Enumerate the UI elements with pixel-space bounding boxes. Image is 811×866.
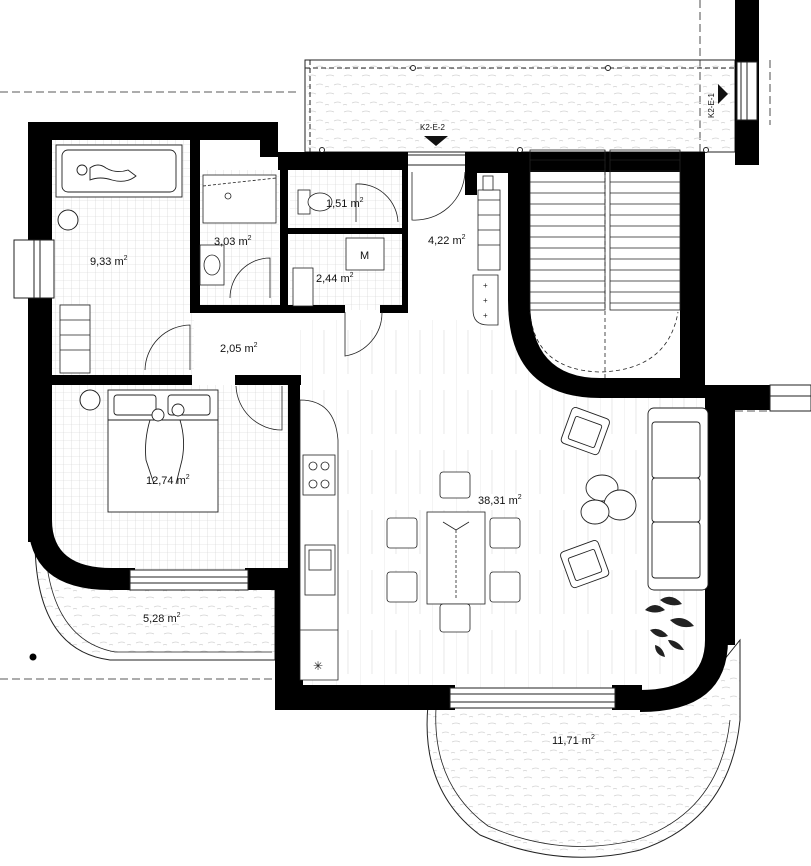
section-k2-e-2-marker: K2-E-2	[420, 123, 448, 146]
bathroom-round-fixture	[57, 209, 79, 231]
coffee-tables	[580, 474, 637, 525]
staircase	[529, 149, 681, 380]
wc-fixtures	[297, 183, 399, 223]
svg-text:+: +	[483, 296, 488, 305]
plant	[645, 596, 694, 657]
svg-text:+: +	[483, 311, 488, 320]
armchairs	[560, 407, 610, 589]
section-k2-e-1-marker: K2-E-1	[707, 84, 728, 118]
washing-machine-label: M	[360, 250, 369, 262]
svg-text:✳: ✳	[313, 659, 323, 673]
room-label-bathroom-large: 9,33 m2	[90, 255, 128, 268]
entrance-door[interactable]	[408, 154, 466, 221]
bedside-round	[79, 389, 101, 411]
kitchen-counter: ✳	[299, 399, 339, 681]
bottom-window	[449, 687, 616, 709]
sofa	[647, 407, 709, 591]
room-label-living-room: 38,31 m2	[478, 494, 522, 507]
bed	[107, 389, 219, 513]
hall-storage: + + +	[472, 175, 501, 326]
room-label-entrance-hall: 4,22 m2	[428, 234, 466, 247]
room-label-shower-room: 3,03 m2	[214, 235, 252, 248]
top-walkway	[304, 59, 736, 153]
technical-room-fixtures	[292, 237, 385, 357]
section-k2-e-2-label: K2-E-2	[420, 123, 445, 132]
room-label-corridor: 2,05 m2	[220, 342, 258, 355]
shower-room-fixtures	[199, 174, 277, 299]
right-top-wall	[735, 0, 759, 165]
svg-text:+: +	[483, 281, 488, 290]
section-k2-e-1-label: K2-E-1	[707, 93, 716, 118]
room-label-balcony-left: 5,28 m2	[143, 612, 181, 625]
right-window	[769, 384, 811, 412]
bedroom-window	[129, 569, 249, 591]
room-labels: 9,33 m2 3,03 m2 1,51 m2 2,44 m2 4,22 m2 …	[90, 197, 595, 747]
bathroom-cabinet	[59, 304, 91, 374]
room-label-wc: 1,51 m2	[326, 197, 364, 210]
room-label-technical-room: 2,44 m2	[316, 272, 354, 285]
corridor-doors	[144, 324, 283, 431]
room-label-bedroom: 12,74 m2	[146, 474, 190, 487]
walls	[13, 122, 775, 712]
room-label-terrace-bottom: 11,71 m2	[552, 734, 595, 747]
bathtub	[55, 144, 183, 198]
dining-set	[386, 471, 521, 633]
